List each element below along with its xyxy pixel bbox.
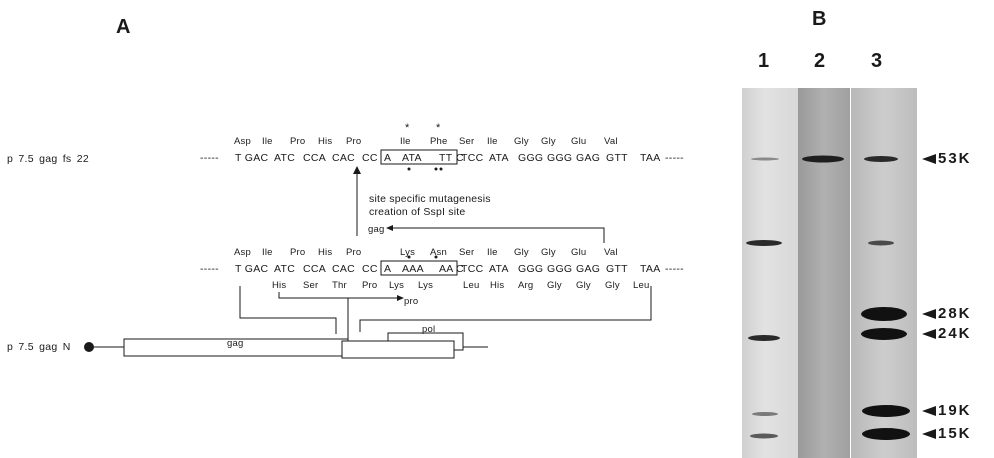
band-lane1: [750, 434, 778, 439]
band-lane3: [864, 156, 898, 162]
marker-arrow-28k: [922, 309, 936, 319]
band-lane1: [752, 412, 778, 416]
marker-arrow-15k: [922, 429, 936, 439]
marker-arrow-19k: [922, 406, 936, 416]
band-lane3: [868, 241, 894, 246]
band-lane1: [746, 240, 782, 246]
marker-label-53k: 53K: [938, 150, 972, 167]
marker-label-15k: 15K: [938, 425, 972, 442]
marker-arrow-24k: [922, 329, 936, 339]
band-lane3: [862, 405, 910, 417]
marker-label-19k: 19K: [938, 402, 972, 419]
band-lane1: [751, 158, 779, 161]
band-lane2: [802, 156, 844, 163]
band-lane3: [861, 307, 907, 321]
marker-arrow-53k: [922, 154, 936, 164]
band-lane3: [862, 428, 910, 440]
marker-label-28k: 28K: [938, 305, 972, 322]
band-lane1: [748, 335, 780, 341]
band-lane3: [861, 328, 907, 340]
marker-label-24k: 24K: [938, 325, 972, 342]
